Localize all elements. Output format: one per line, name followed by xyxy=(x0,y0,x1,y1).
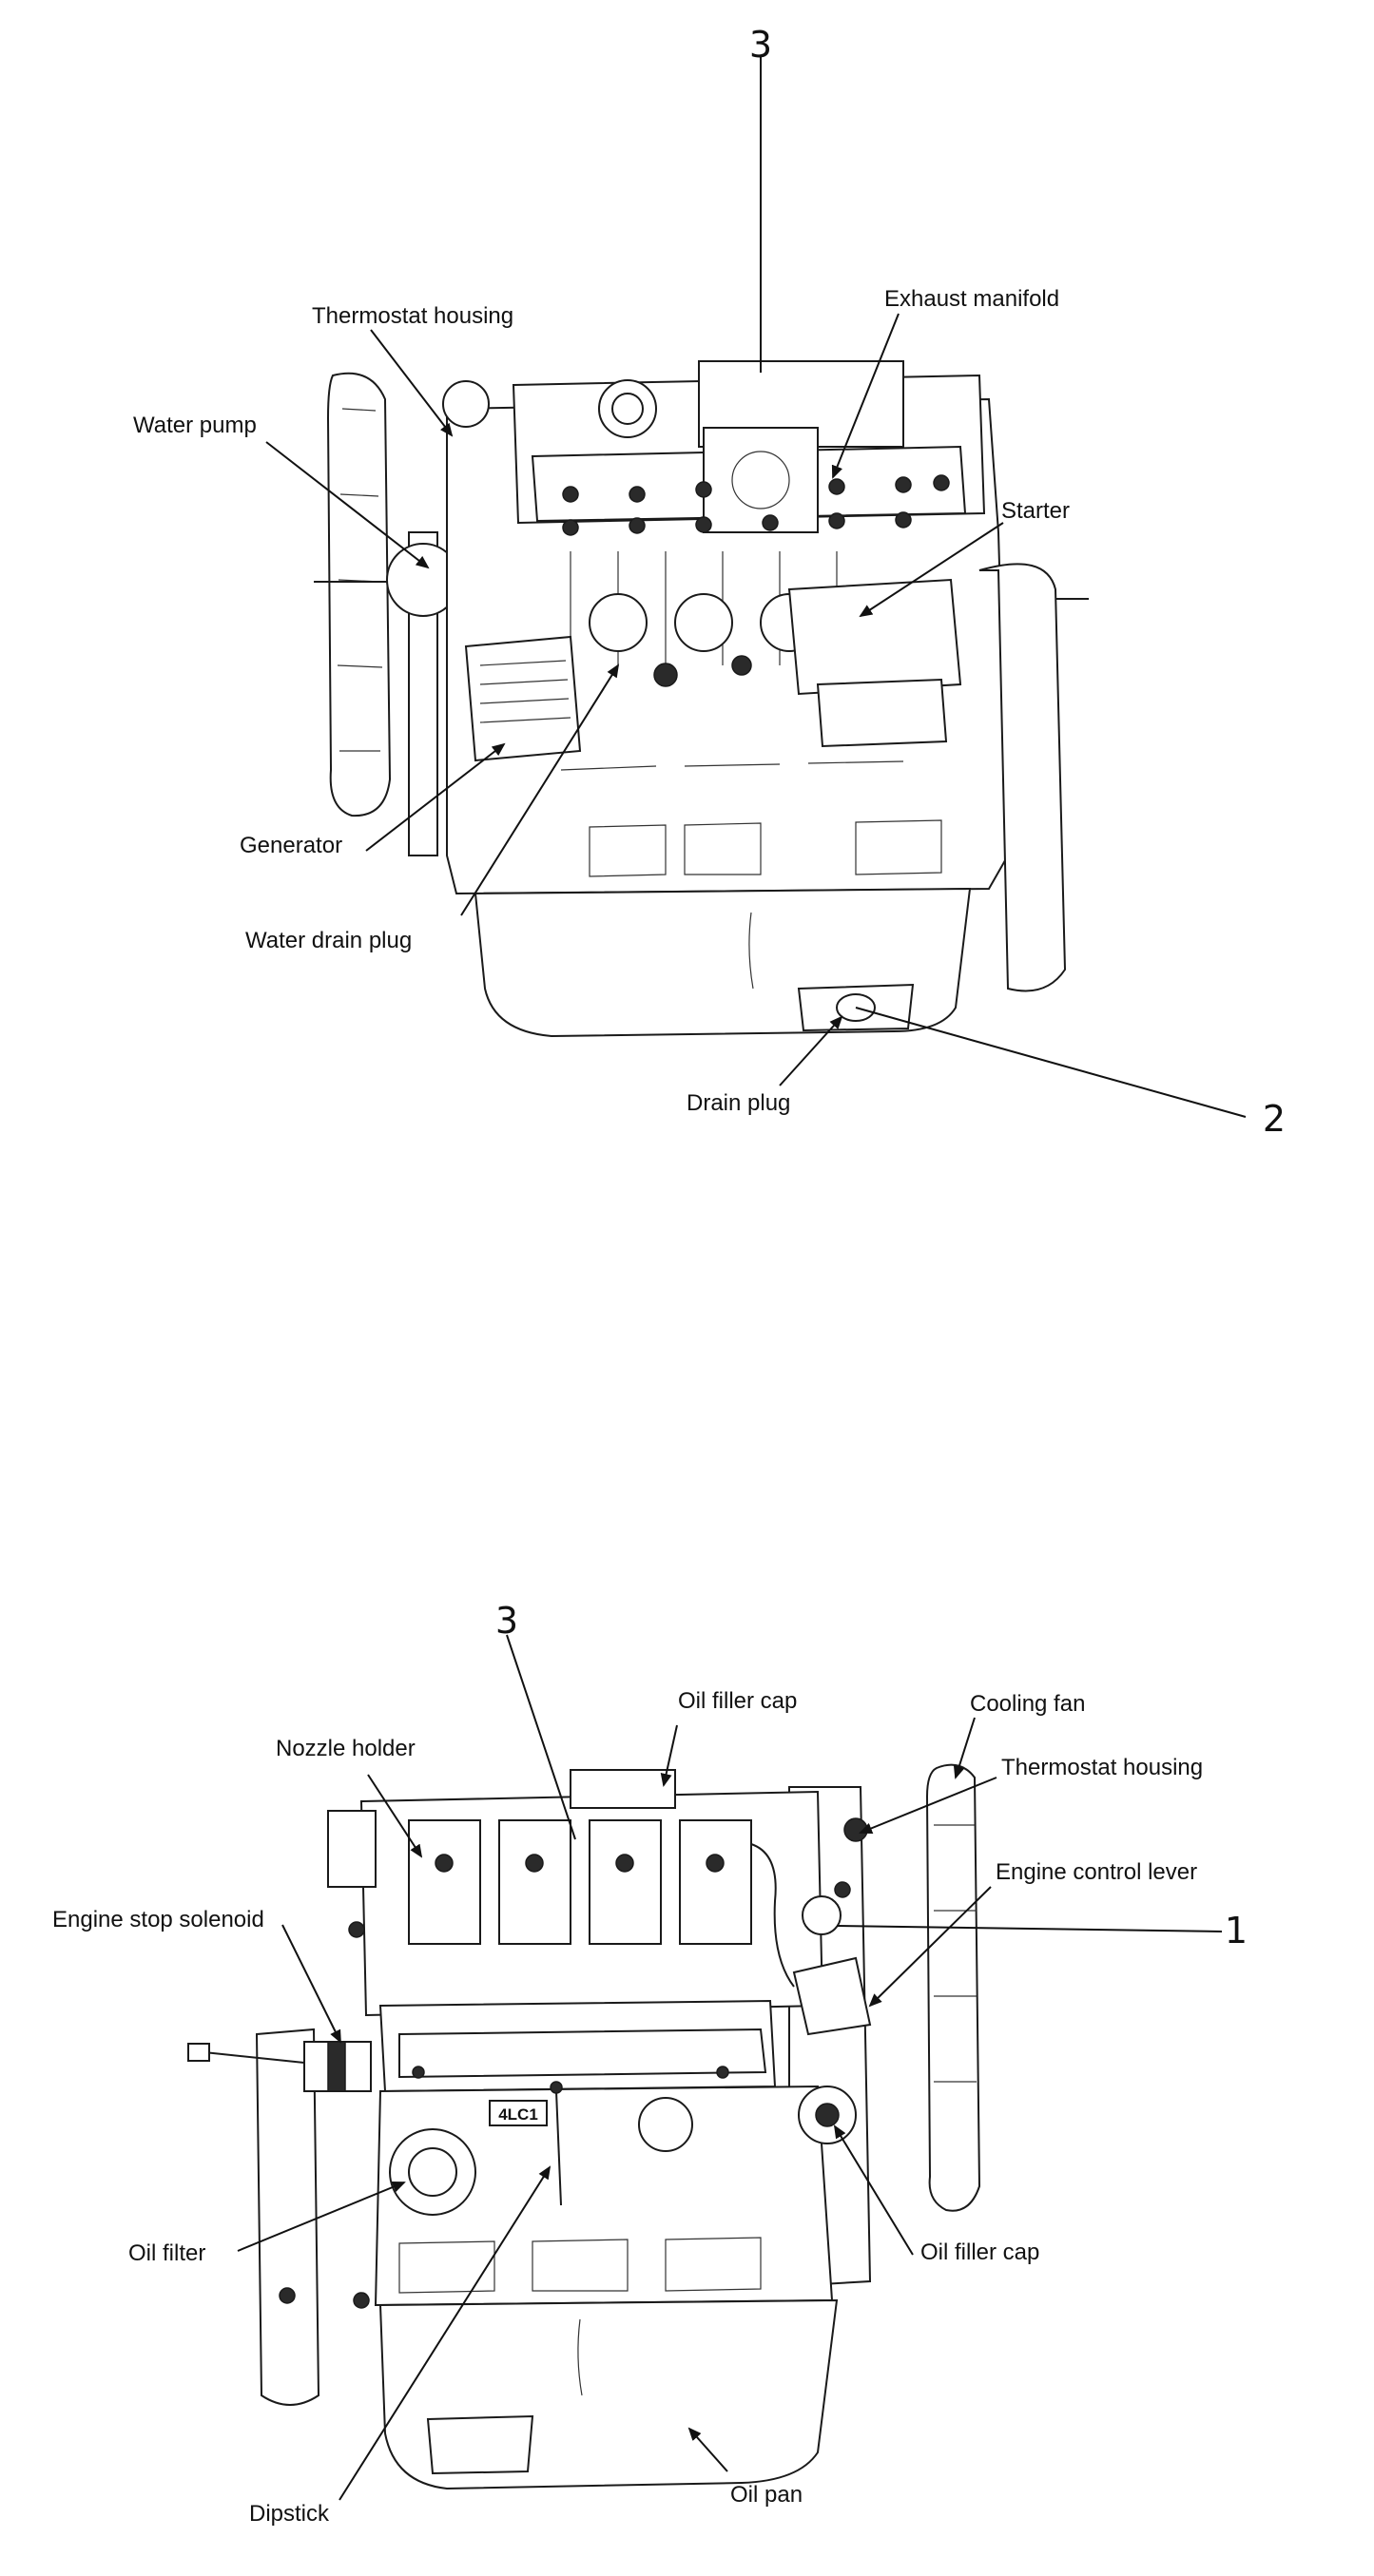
label-water-drain-plug: Water drain plug xyxy=(245,928,412,953)
label-drain-plug: Drain plug xyxy=(687,1090,790,1116)
label-nozzle-holder: Nozzle holder xyxy=(276,1736,416,1761)
label-engine-control-lever: Engine control lever xyxy=(996,1859,1197,1885)
engine-model-plate: 4LC1 xyxy=(498,2105,538,2124)
label-engine-stop-solenoid: Engine stop solenoid xyxy=(52,1907,264,1932)
label-water-pump: Water pump xyxy=(133,413,257,438)
label-oil-filler-cap-side: Oil filler cap xyxy=(920,2240,1039,2265)
top-engine-illustration xyxy=(314,360,1089,1038)
bottom-engine-illustration: 4LC1 xyxy=(187,1763,981,2490)
label-dipstick: Dipstick xyxy=(249,2501,330,2527)
bottom-injector-banks xyxy=(408,1819,752,1945)
label-cooling-fan: Cooling fan xyxy=(970,1691,1085,1717)
label-generator: Generator xyxy=(240,833,342,858)
top-leader-lines xyxy=(265,57,1247,1118)
top-callout-3: 3 xyxy=(749,24,772,66)
label-oil-filler-cap-top: Oil filler cap xyxy=(678,1688,797,1714)
top-callout-2: 2 xyxy=(1263,1098,1286,1140)
label-oil-filter: Oil filter xyxy=(128,2240,205,2266)
label-thermostat-housing-bottom: Thermostat housing xyxy=(1001,1755,1203,1780)
bottom-callout-3: 3 xyxy=(495,1600,518,1642)
label-exhaust-manifold: Exhaust manifold xyxy=(884,286,1059,312)
label-oil-pan: Oil pan xyxy=(730,2482,803,2508)
bottom-leader-lines xyxy=(237,1634,1223,2501)
label-starter: Starter xyxy=(1001,498,1070,524)
top-head-bolts xyxy=(562,474,950,536)
bottom-callout-1: 1 xyxy=(1225,1910,1248,1951)
label-thermostat-housing-top: Thermostat housing xyxy=(312,303,513,329)
